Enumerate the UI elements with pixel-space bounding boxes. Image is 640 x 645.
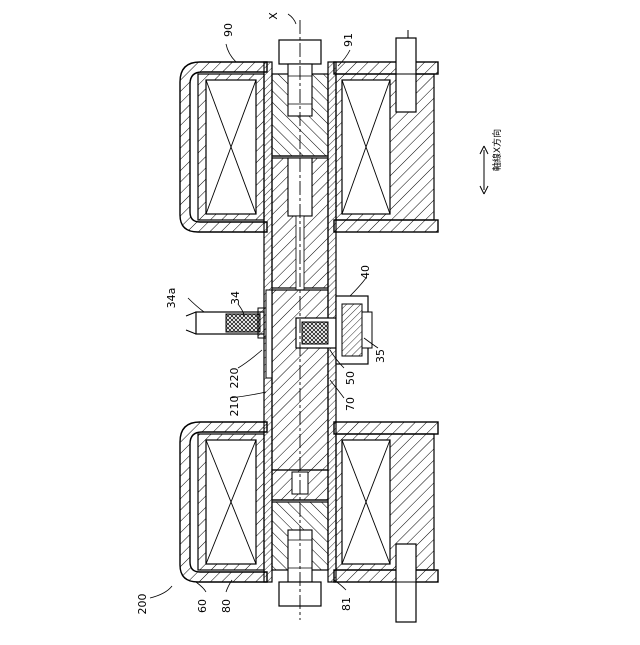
- sleeve-liner-220: [266, 290, 272, 378]
- upper-yoke-bottom-plate: [334, 220, 438, 232]
- label-81: 81: [340, 597, 353, 611]
- label-210: 210: [228, 396, 241, 417]
- label-200: 200: [136, 594, 149, 615]
- label-70: 70: [344, 397, 357, 411]
- upper-bracket: [396, 38, 416, 112]
- filter-34: [226, 314, 260, 332]
- label-91: 91: [342, 33, 355, 47]
- label-34: 34: [229, 291, 242, 305]
- label-40: 40: [359, 265, 372, 279]
- label-35: 35: [374, 349, 387, 363]
- label-axis-x: X: [267, 12, 280, 20]
- label-direction: 軸線X方向: [491, 129, 503, 171]
- label-50: 50: [344, 371, 357, 385]
- direction-arrow: [480, 146, 488, 194]
- label-80: 80: [220, 599, 233, 613]
- lower-yoke-top-plate: [334, 422, 438, 434]
- label-34a: 34a: [165, 288, 178, 309]
- upper-yoke-top-plate: [334, 62, 438, 74]
- label-90: 90: [222, 23, 235, 37]
- lower-bracket: [396, 544, 416, 622]
- label-220: 220: [228, 368, 241, 389]
- lower-yoke-bottom-plate: [334, 570, 438, 582]
- label-60: 60: [196, 599, 209, 613]
